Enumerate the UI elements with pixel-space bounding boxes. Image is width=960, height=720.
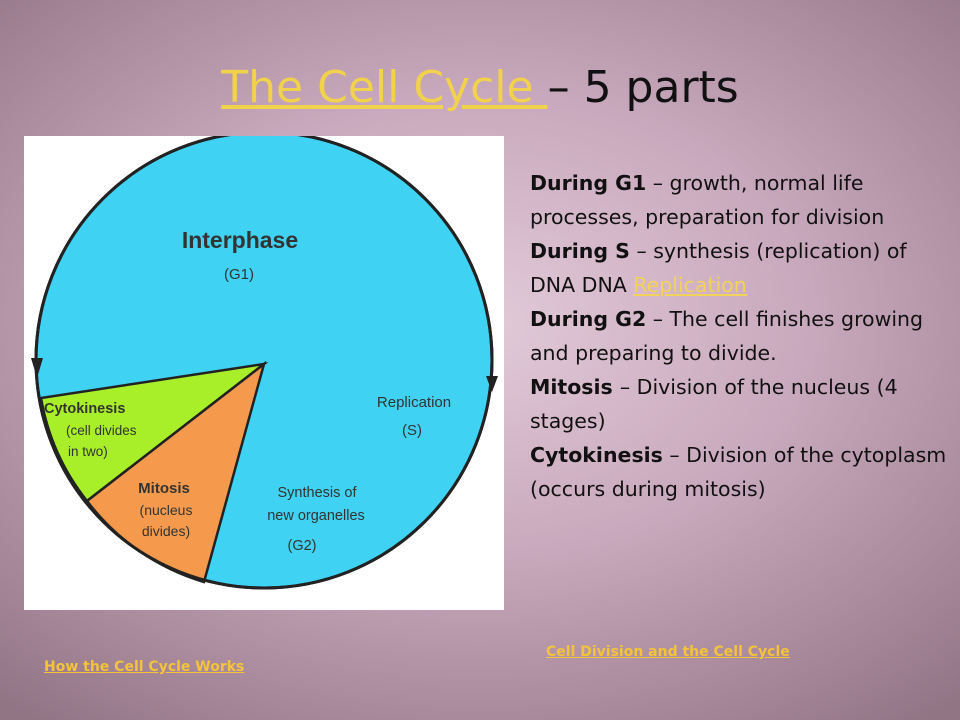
note-g1: During G1 – growth, normal life processe… <box>530 166 950 234</box>
cytokinesis-label-3: in two) <box>68 444 108 459</box>
note-cytokinesis: Cytokinesis – Division of the cytoplasm … <box>530 438 950 506</box>
note-mitosis-term: Mitosis <box>530 375 620 399</box>
interphase-label: Interphase <box>182 227 298 253</box>
note-cytokinesis-term: Cytokinesis <box>530 443 663 467</box>
title-suffix: – 5 parts <box>547 62 739 113</box>
page-title: The Cell Cycle – 5 parts <box>0 62 960 113</box>
g2-label: (G2) <box>288 538 317 554</box>
note-s-text: – synthesis (replication) of DNA DNA <box>530 239 907 297</box>
dna-replication-link[interactable]: Replication <box>633 273 747 297</box>
synthesis-label-2: new organelles <box>267 508 365 524</box>
note-mitosis: Mitosis – Division of the nucleus (4 sta… <box>530 370 950 438</box>
cell-cycle-svg: Interphase (G1) Replication (S) Synthesi… <box>31 136 498 590</box>
mitosis-label-3: divides) <box>142 523 190 539</box>
mitosis-label-2: (nucleus <box>140 502 193 518</box>
cytokinesis-label-2: (cell divides <box>66 423 137 438</box>
note-g2: During G2 – The cell finishes growing an… <box>530 302 950 370</box>
cell-division-link[interactable]: Cell Division and the Cell Cycle <box>546 644 790 660</box>
note-s: During S – synthesis (replication) of DN… <box>530 234 950 302</box>
note-cytokinesis-text: – Division of the cytoplasm (occurs duri… <box>530 443 947 501</box>
cell-cycle-diagram: Interphase (G1) Replication (S) Synthesi… <box>24 136 504 610</box>
note-g1-text: – growth, normal life processes, prepara… <box>530 171 885 229</box>
cytokinesis-segment <box>39 362 269 503</box>
note-g2-term: During G2 <box>530 307 647 331</box>
note-mitosis-text: – Division of the nucleus (4 stages) <box>530 375 898 433</box>
g1-label: (G1) <box>224 266 254 283</box>
right-arrow-icon <box>486 376 498 392</box>
replication-label: Replication <box>377 394 451 411</box>
mitosis-label: Mitosis <box>138 480 190 497</box>
synthesis-label-1: Synthesis of <box>278 485 358 501</box>
note-g2-text: – The cell finishes growing and preparin… <box>530 307 924 365</box>
phase-notes: During G1 – growth, normal life processe… <box>530 166 950 506</box>
note-s-term: During S <box>530 239 630 263</box>
left-arrow-icon <box>31 358 43 378</box>
s-label: (S) <box>402 422 422 439</box>
note-g1-term: During G1 <box>530 171 647 195</box>
cell-cycle-title-link[interactable]: The Cell Cycle <box>221 62 548 113</box>
how-cell-cycle-works-link[interactable]: How the Cell Cycle Works <box>44 659 245 675</box>
cytokinesis-label: Cytokinesis <box>44 401 125 417</box>
